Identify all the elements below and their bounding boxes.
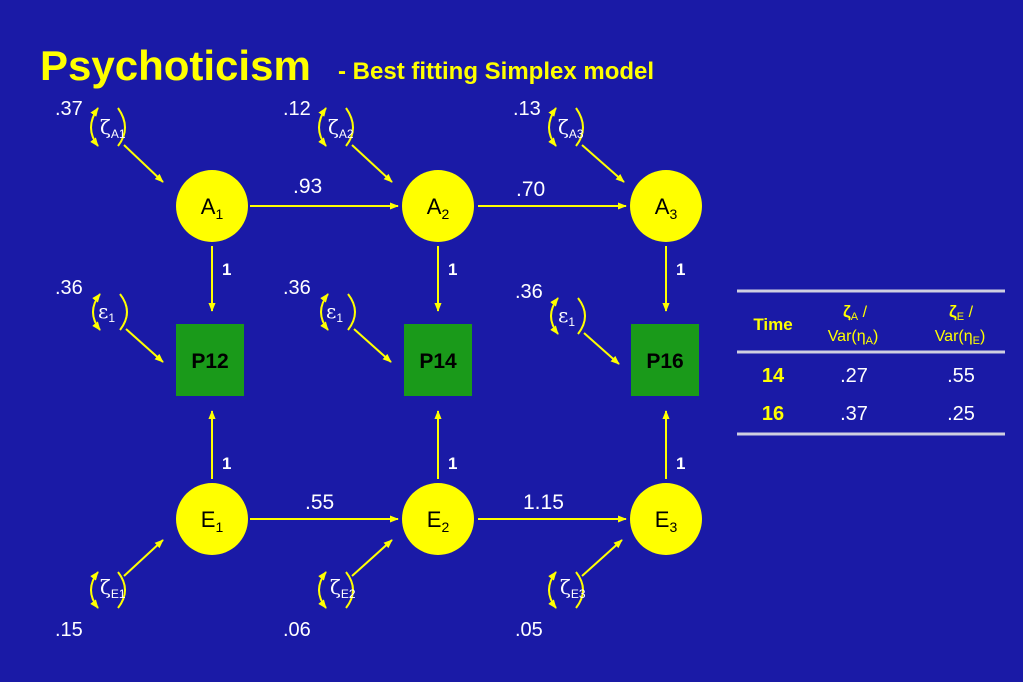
observed-box-p14: P14: [404, 324, 472, 396]
loading-label: 1: [676, 260, 685, 279]
error-term-p16: .36 ε1: [515, 281, 620, 365]
latent-node-a3: A3: [630, 170, 702, 242]
table-row: 14 .27 .55: [762, 365, 975, 387]
loading-label: 1: [448, 260, 457, 279]
innovation-ze3: ζE3 .05: [515, 539, 623, 641]
loading-label: 1: [676, 454, 685, 473]
svg-text:.25: .25: [947, 403, 975, 425]
svg-text:ε1: ε1: [326, 299, 343, 325]
table-row: 16 .37 .25: [762, 403, 975, 425]
svg-text:ζA /: ζA /: [843, 302, 868, 323]
observed-box-p12: P12: [176, 324, 244, 396]
latent-node-e1: E1: [176, 483, 248, 555]
latent-node-a2: A2: [402, 170, 474, 242]
path-value-e1-e2: .55: [305, 491, 334, 514]
svg-text:P12: P12: [191, 350, 228, 373]
svg-text:.13: .13: [513, 98, 541, 120]
error-term-p12: .36 ε1: [55, 277, 164, 363]
svg-text:P16: P16: [646, 350, 683, 373]
svg-text:.12: .12: [283, 98, 311, 120]
svg-text:.36: .36: [515, 281, 543, 303]
svg-text:ζA3: ζA3: [558, 115, 584, 141]
svg-text:16: 16: [762, 403, 784, 425]
loading-label: 1: [222, 260, 231, 279]
table-header-za: ζA / Var(ηA): [828, 302, 879, 347]
innovation-ze2: ζE2 .06: [283, 539, 393, 641]
svg-text:E1: E1: [201, 507, 224, 535]
path-value-e2-e3: 1.15: [523, 491, 564, 514]
svg-text:ζA1: ζA1: [100, 115, 126, 141]
svg-text:ζE /: ζE /: [949, 302, 974, 323]
slide-subtitle: - Best fitting Simplex model: [338, 58, 654, 85]
svg-text:P14: P14: [419, 350, 457, 373]
loading-label: 1: [448, 454, 457, 473]
svg-text:.15: .15: [55, 619, 83, 641]
svg-text:Var(ηE): Var(ηE): [935, 328, 986, 347]
svg-text:A2: A2: [427, 194, 450, 222]
svg-text:.36: .36: [55, 277, 83, 299]
path-value-a2-a3: .70: [516, 178, 545, 201]
svg-text:E2: E2: [427, 507, 450, 535]
svg-text:.05: .05: [515, 619, 543, 641]
observed-box-p16: P16: [631, 324, 699, 396]
slide-title: Psychoticism: [40, 42, 311, 89]
svg-text:ζE3: ζE3: [560, 575, 586, 601]
svg-text:ε1: ε1: [558, 303, 575, 329]
svg-text:E3: E3: [655, 507, 678, 535]
latent-node-a1: A1: [176, 170, 248, 242]
latent-node-e2: E2: [402, 483, 474, 555]
path-value-a1-a2: .93: [293, 175, 322, 198]
table-header-time: Time: [753, 315, 792, 334]
error-term-p14: .36 ε1: [283, 277, 392, 363]
svg-text:ζE1: ζE1: [100, 575, 126, 601]
svg-text:14: 14: [762, 365, 785, 387]
svg-text:ζE2: ζE2: [330, 575, 356, 601]
svg-text:A1: A1: [201, 194, 224, 222]
innovation-za3: .13 ζA3: [513, 98, 625, 183]
svg-text:ε1: ε1: [98, 299, 115, 325]
svg-text:.37: .37: [55, 98, 83, 120]
table-header-ze: ζE / Var(ηE): [935, 302, 986, 347]
svg-text:ζA2: ζA2: [328, 115, 354, 141]
innovation-za1: .37 ζA1: [55, 98, 164, 183]
variance-table: Time ζA / Var(ηA) ζE / Var(ηE) 14 .27 .5…: [737, 289, 1005, 436]
svg-text:.55: .55: [947, 365, 975, 387]
innovation-ze1: ζE1 .15: [55, 539, 164, 641]
latent-node-e3: E3: [630, 483, 702, 555]
svg-text:.36: .36: [283, 277, 311, 299]
svg-text:.06: .06: [283, 619, 311, 641]
svg-text:.27: .27: [840, 365, 868, 387]
innovation-za2: .12 ζA2: [283, 98, 393, 183]
svg-text:Var(ηA): Var(ηA): [828, 328, 879, 347]
loading-label: 1: [222, 454, 231, 473]
svg-text:.37: .37: [840, 403, 868, 425]
svg-text:A3: A3: [655, 194, 678, 222]
